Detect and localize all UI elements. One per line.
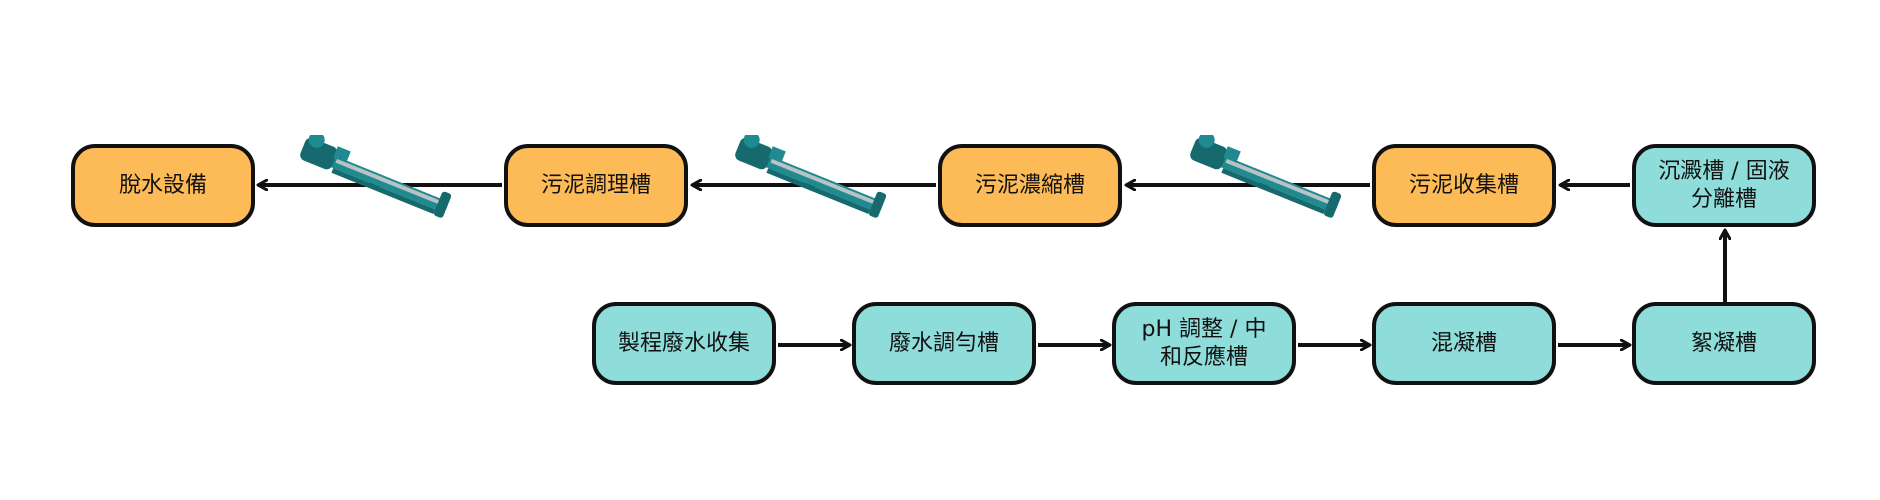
- progressive-cavity-pump-icon: [735, 135, 887, 218]
- flocculation-tank-node: 絮凝槽: [1632, 302, 1816, 385]
- wastewater-collection-node: 製程廢水收集: [592, 302, 776, 385]
- ph-neutralization-tank-node: pH 調整 / 中 和反應槽: [1112, 302, 1296, 385]
- sedimentation-tank-node: 沉澱槽 / 固液 分離槽: [1632, 144, 1816, 227]
- sludge-conditioning-tank-node: 污泥調理槽: [504, 144, 688, 227]
- sludge-collection-tank-node: 污泥收集槽: [1372, 144, 1556, 227]
- dewatering-equipment-node: 脫水設備: [71, 144, 255, 227]
- progressive-cavity-pump-icon: [300, 135, 452, 218]
- coagulation-tank-node: 混凝槽: [1372, 302, 1556, 385]
- sludge-thickening-tank-node: 污泥濃縮槽: [938, 144, 1122, 227]
- equalization-tank-node: 廢水調勻槽: [852, 302, 1036, 385]
- progressive-cavity-pump-icon: [1190, 135, 1342, 218]
